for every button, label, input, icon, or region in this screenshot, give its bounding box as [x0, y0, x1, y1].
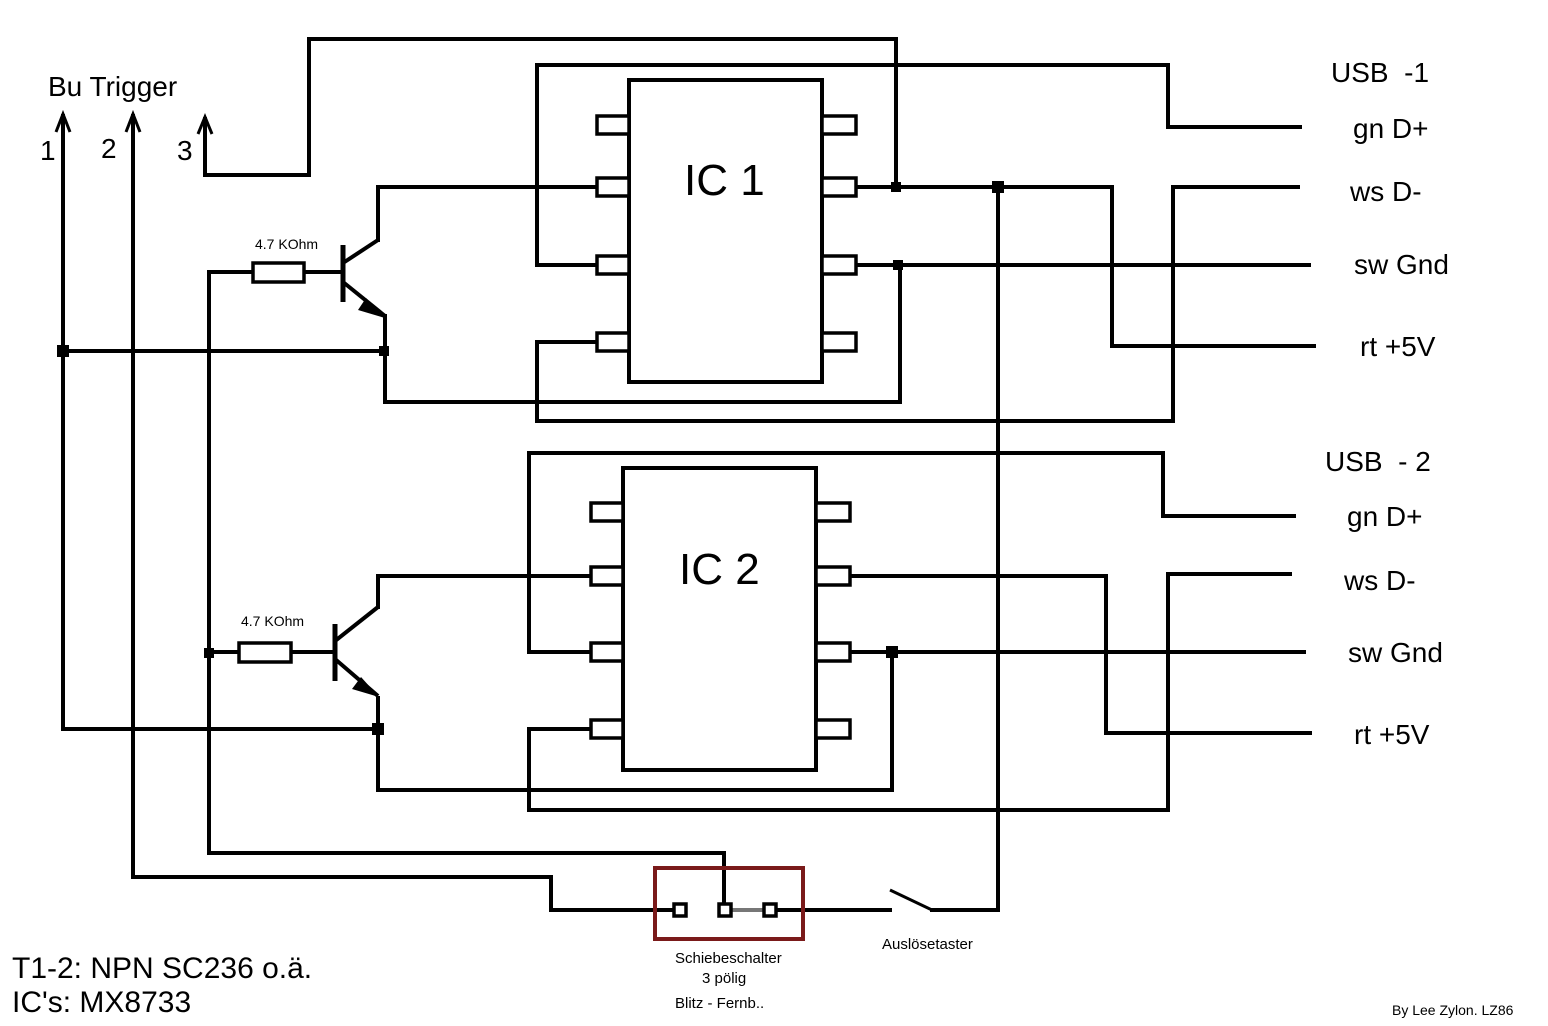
- transistor-t2: [332, 605, 380, 698]
- wires: [61, 37, 1316, 912]
- usb2-line-gnd: sw Gnd: [1348, 637, 1443, 668]
- note-ics: IC's: MX8733: [12, 986, 191, 1019]
- usb2-title: USB - 2: [1325, 446, 1431, 477]
- credit: By Lee Zylon. LZ86: [1392, 1002, 1514, 1018]
- usb1-line-gnd: sw Gnd: [1354, 249, 1449, 280]
- ic1-chip: IC 1: [595, 78, 858, 384]
- ic1-pin: [820, 114, 858, 136]
- ic1-label: IC 1: [684, 156, 765, 205]
- ic1-pin: [820, 254, 858, 276]
- ic1-pin: [595, 254, 631, 276]
- resistor-r2: 4.7 KOhm: [237, 613, 304, 664]
- usb1-line-dminus: ws D-: [1349, 176, 1422, 207]
- notes: T1-2: NPN SC236 o.ä. IC's: MX8733 By Lee…: [12, 952, 1514, 1019]
- junction-dots: [57, 181, 1004, 735]
- ic1-pin: [820, 331, 858, 353]
- r2-label: 4.7 KOhm: [241, 613, 304, 629]
- switch-terminal: [672, 902, 688, 918]
- push-button: Auslösetaster: [882, 888, 973, 953]
- switch-terminal: [762, 902, 778, 918]
- switch-label-poles: 3 pölig: [702, 970, 746, 987]
- ic2-pin: [589, 641, 625, 663]
- ic2-label: IC 2: [679, 545, 760, 594]
- usb2-line-5v: rt +5V: [1354, 719, 1430, 750]
- r1-label: 4.7 KOhm: [255, 236, 318, 252]
- trigger-pin-1-label: 1: [40, 135, 56, 166]
- button-label: Auslösetaster: [882, 936, 973, 953]
- ic1-pin: [820, 176, 858, 198]
- switch-label-name: Schiebeschalter: [675, 950, 782, 967]
- ic2-pin: [814, 718, 852, 740]
- usb2-line-dminus: ws D-: [1343, 565, 1416, 596]
- ic1-pin: [595, 176, 631, 198]
- slide-switch: Schiebeschalter 3 pölig Blitz - Fernb..: [653, 866, 805, 1012]
- ic2-pin: [814, 565, 852, 587]
- ic2-pin: [589, 501, 625, 523]
- switch-frame: [653, 866, 805, 941]
- ic2-pin: [814, 501, 852, 523]
- usb1-title: USB -1: [1331, 57, 1429, 88]
- usb1-line-dplus: gn D+: [1353, 113, 1429, 144]
- switch-terminal: [717, 902, 733, 918]
- trigger-connector: Bu Trigger 1 2 3: [40, 71, 214, 166]
- usb2-connector: USB - 2 gn D+ ws D- sw Gnd rt +5V: [1325, 446, 1443, 750]
- trigger-pin-2-label: 2: [101, 133, 117, 164]
- usb1-line-5v: rt +5V: [1360, 331, 1436, 362]
- ic1-pin: [595, 114, 631, 136]
- transistor-t1: [340, 238, 387, 318]
- trigger-title: Bu Trigger: [48, 71, 177, 102]
- note-transistors: T1-2: NPN SC236 o.ä.: [12, 952, 312, 985]
- ic1-pin: [595, 331, 631, 353]
- ic2-pin: [589, 565, 625, 587]
- trigger-pin-3-label: 3: [177, 135, 193, 166]
- usb2-line-dplus: gn D+: [1347, 501, 1423, 532]
- ic2-pin: [814, 641, 852, 663]
- resistor-r1: 4.7 KOhm: [251, 236, 318, 284]
- ic2-chip: IC 2: [589, 466, 852, 772]
- usb1-connector: USB -1 gn D+ ws D- sw Gnd rt +5V: [1331, 57, 1449, 362]
- switch-label-function: Blitz - Fernb..: [675, 995, 764, 1012]
- ic2-pin: [589, 718, 625, 740]
